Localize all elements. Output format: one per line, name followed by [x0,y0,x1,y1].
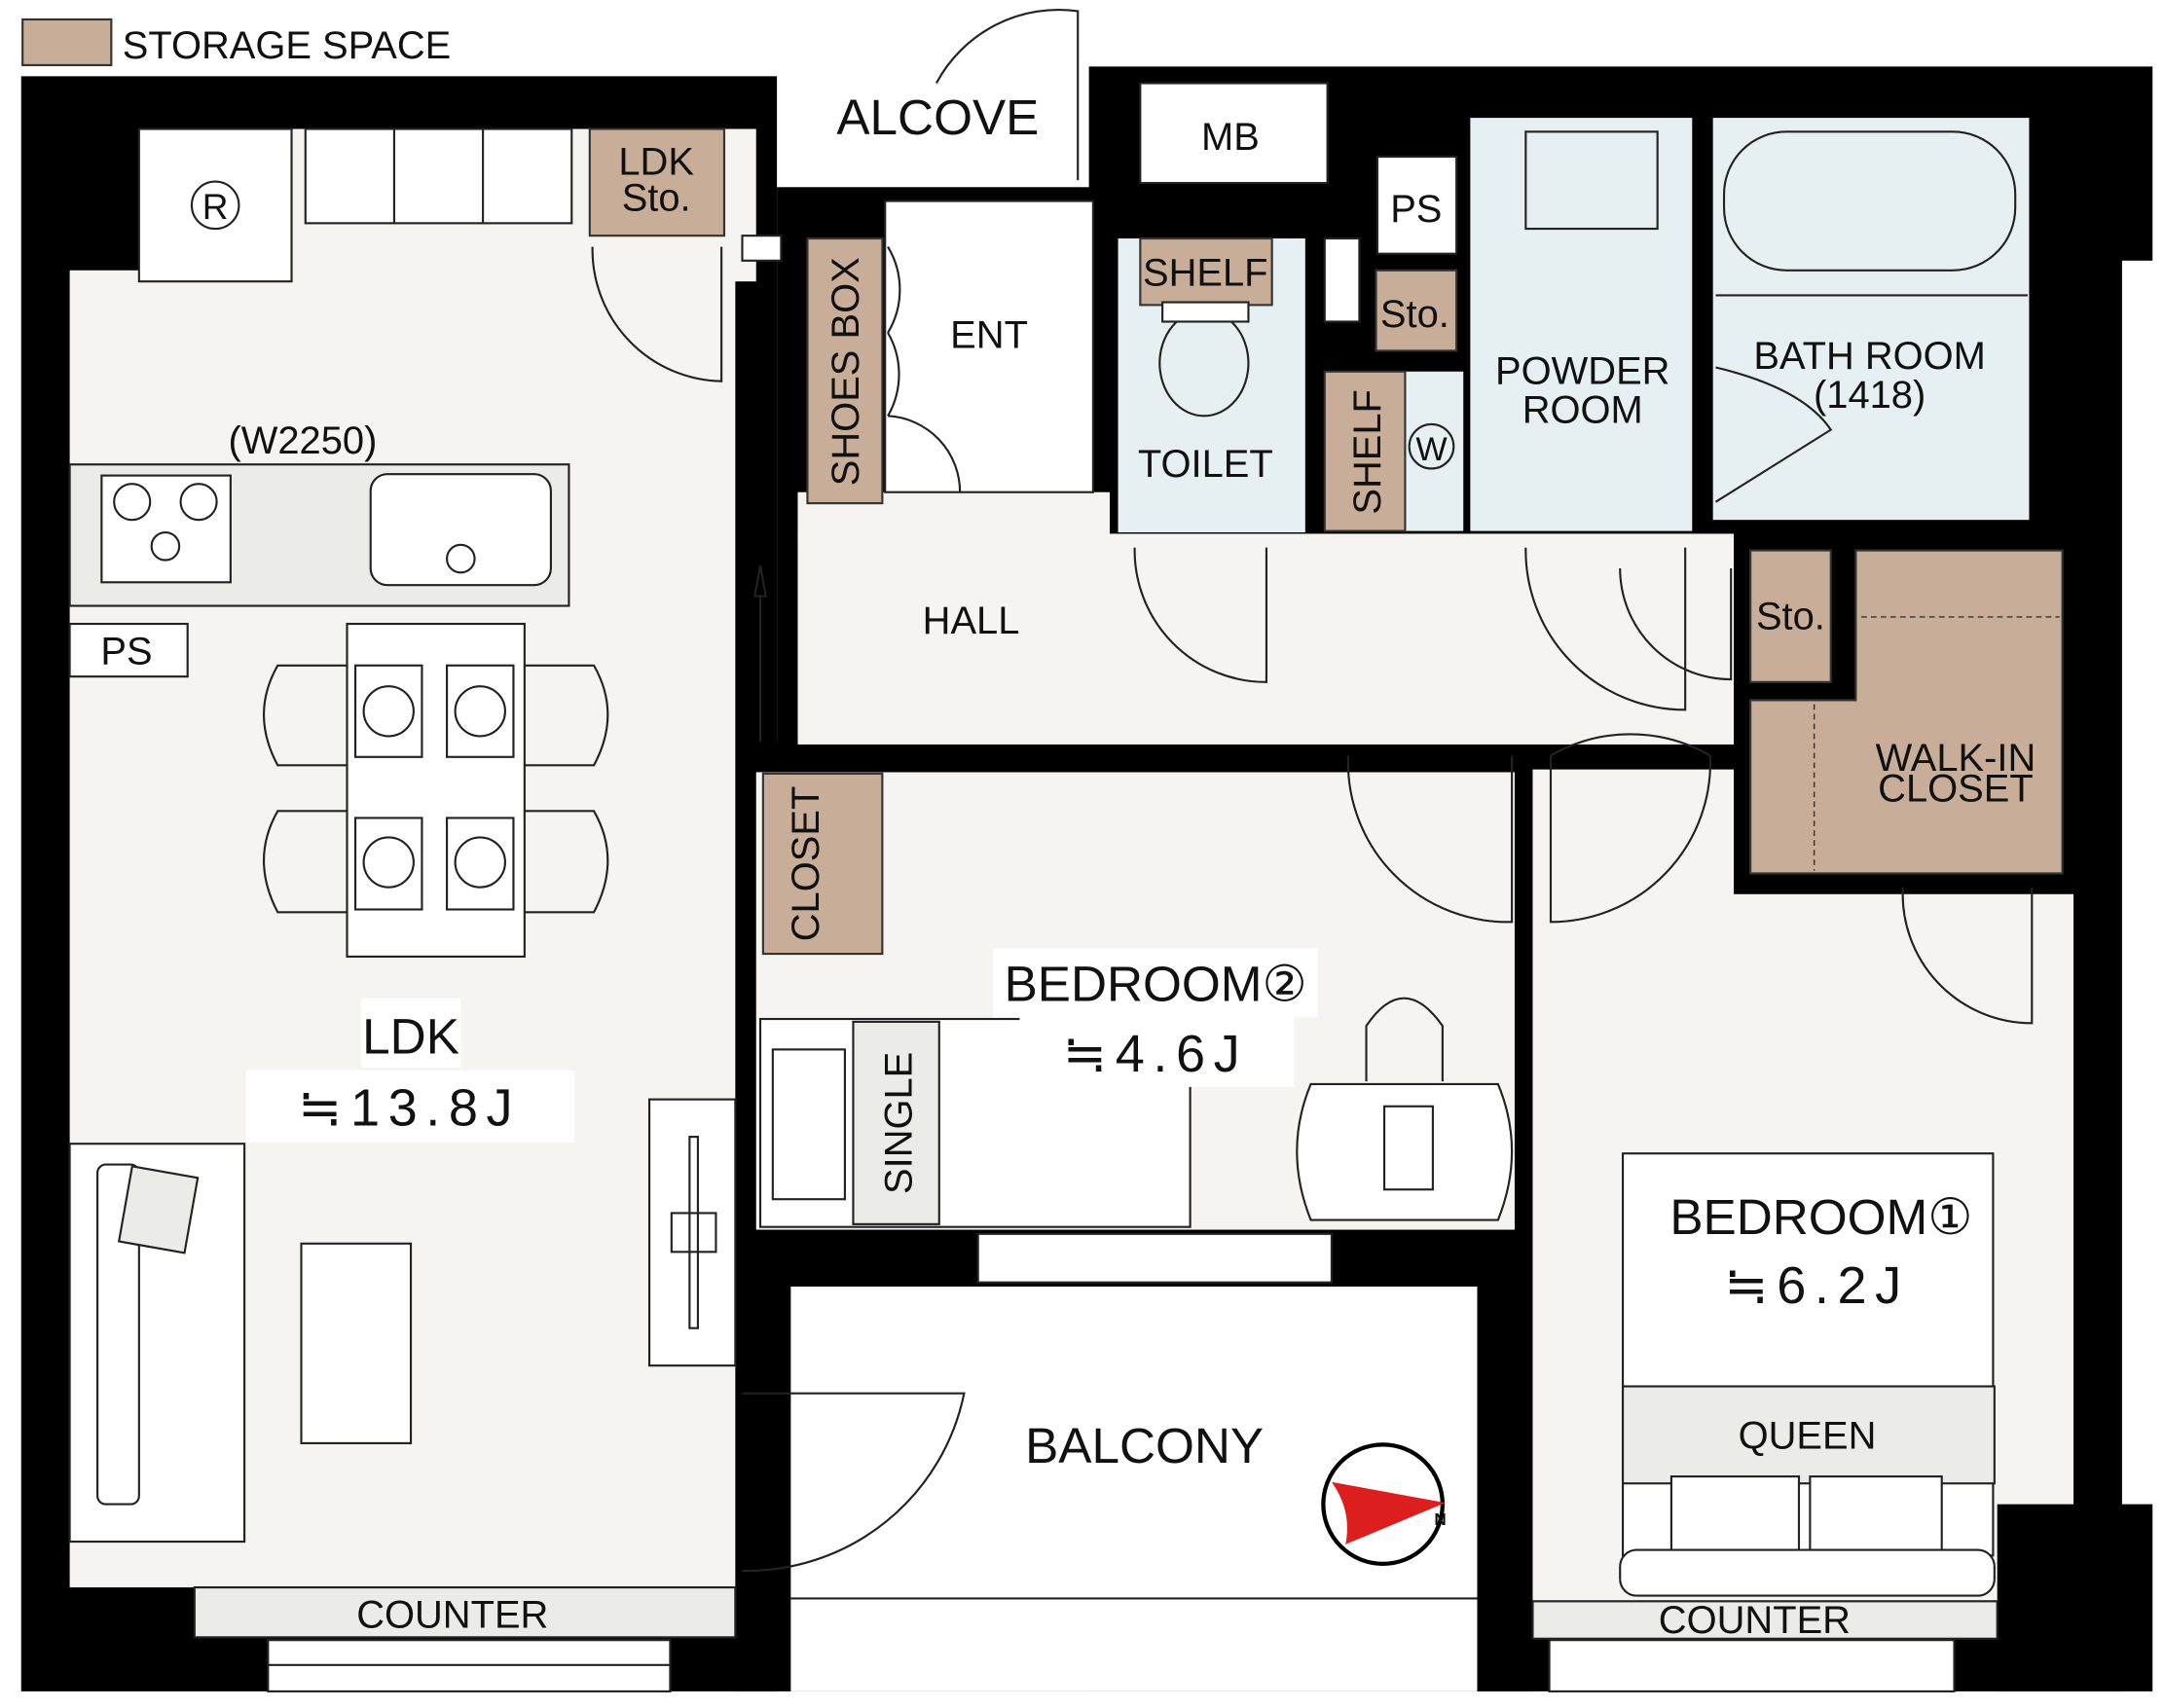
doors[interactable] [591,8,2034,1573]
powder-label-2: ROOM [1522,388,1643,431]
storage-swatch [21,18,113,67]
walk-in-closet[interactable] [1749,549,2064,875]
powder-storage-label: Sto. [1380,293,1449,336]
desk-and-chair [1296,997,1514,1221]
bedroom1-counter [1531,1600,1999,1640]
toilet-shelf [1139,236,1273,307]
sofa [96,1163,140,1506]
legend: STORAGE SPACE [21,18,452,67]
bath-label: BATH ROOM [1753,335,1986,378]
bedroom2-area: ≒4.6J [1063,1025,1248,1083]
ps-right-box [1375,155,1458,255]
washer-label: W [1415,431,1448,468]
bedroom2-window [976,1232,1333,1284]
bedroom2-label: BEDROOM② [1005,956,1307,1011]
ldk-storage-label: LDK [618,140,694,183]
compass-north-label: N [1434,1510,1446,1529]
hall-storage-label: Sto. [1756,596,1825,638]
washer-icon [1408,422,1455,470]
tv-board [647,1098,737,1367]
hall-storage[interactable] [1749,549,1832,683]
stove-icon [100,474,232,584]
bedroom1-label: BEDROOM① [1669,1189,1972,1245]
single-bed-label: SINGLE [877,1052,920,1194]
shoes-box-label: SHOES BOX [825,257,867,486]
washer-shelf-label: SHELF [1346,389,1389,515]
closet-label: CLOSET [785,786,827,942]
fridge-label: R [202,186,229,227]
bedroom1-area: ≒6.2J [1724,1256,1909,1315]
hall-label: HALL [923,600,1020,642]
ldk-label: LDK [362,1009,459,1065]
bathtub-icon [1722,130,2017,272]
ldk-counter [193,1585,737,1639]
shoes-box[interactable] [806,236,884,505]
powder-storage[interactable] [1375,269,1458,352]
washer-shelf [1323,370,1407,532]
bedroom1-window [1548,1639,1956,1692]
fridge [137,127,293,283]
sink-icon [369,473,552,587]
wic-label-2: CLOSET [1878,767,2034,810]
wic-label: WALK-IN [1876,737,2036,780]
kitchen-width-label: (W2250) [228,419,377,462]
coffee-table [300,1242,413,1444]
balcony-label: BALCONY [1025,1418,1264,1473]
bedroom2-closet[interactable] [761,772,884,956]
living-furniture [68,1098,737,1544]
ps-left-box [68,622,189,678]
kitchen: R (W2250) [68,127,573,607]
ldk-storage [588,127,726,237]
toilet-label: TOILET [1138,443,1273,486]
fridge-icon [190,180,240,231]
entrance-label: ENT [950,314,1028,357]
washbasin-icon [1524,130,1659,231]
compass-icon: N [1321,1442,1447,1566]
bedroom1-counter-label: COUNTER [1659,1599,1851,1642]
mb-label: MB [1201,116,1260,159]
toilet-shelf-label: SHELF [1143,251,1268,294]
ps-left-label: PS [100,630,152,672]
legend-label: STORAGE SPACE [123,24,452,67]
ps-right-label: PS [1390,188,1442,231]
alcove-label: ALCOVE [836,90,1039,145]
dining-set [263,622,609,958]
powder-label: POWDER [1495,350,1669,393]
ldk-counter-label: COUNTER [356,1593,548,1636]
ldk-storage-label-2: Sto. [622,177,691,220]
queen-bed-label: QUEEN [1739,1415,1877,1458]
bath-size: (1418) [1814,374,1926,417]
ldk-area: ≒13.8J [298,1079,521,1138]
dining-table [346,622,526,958]
mb-box [1139,82,1329,185]
